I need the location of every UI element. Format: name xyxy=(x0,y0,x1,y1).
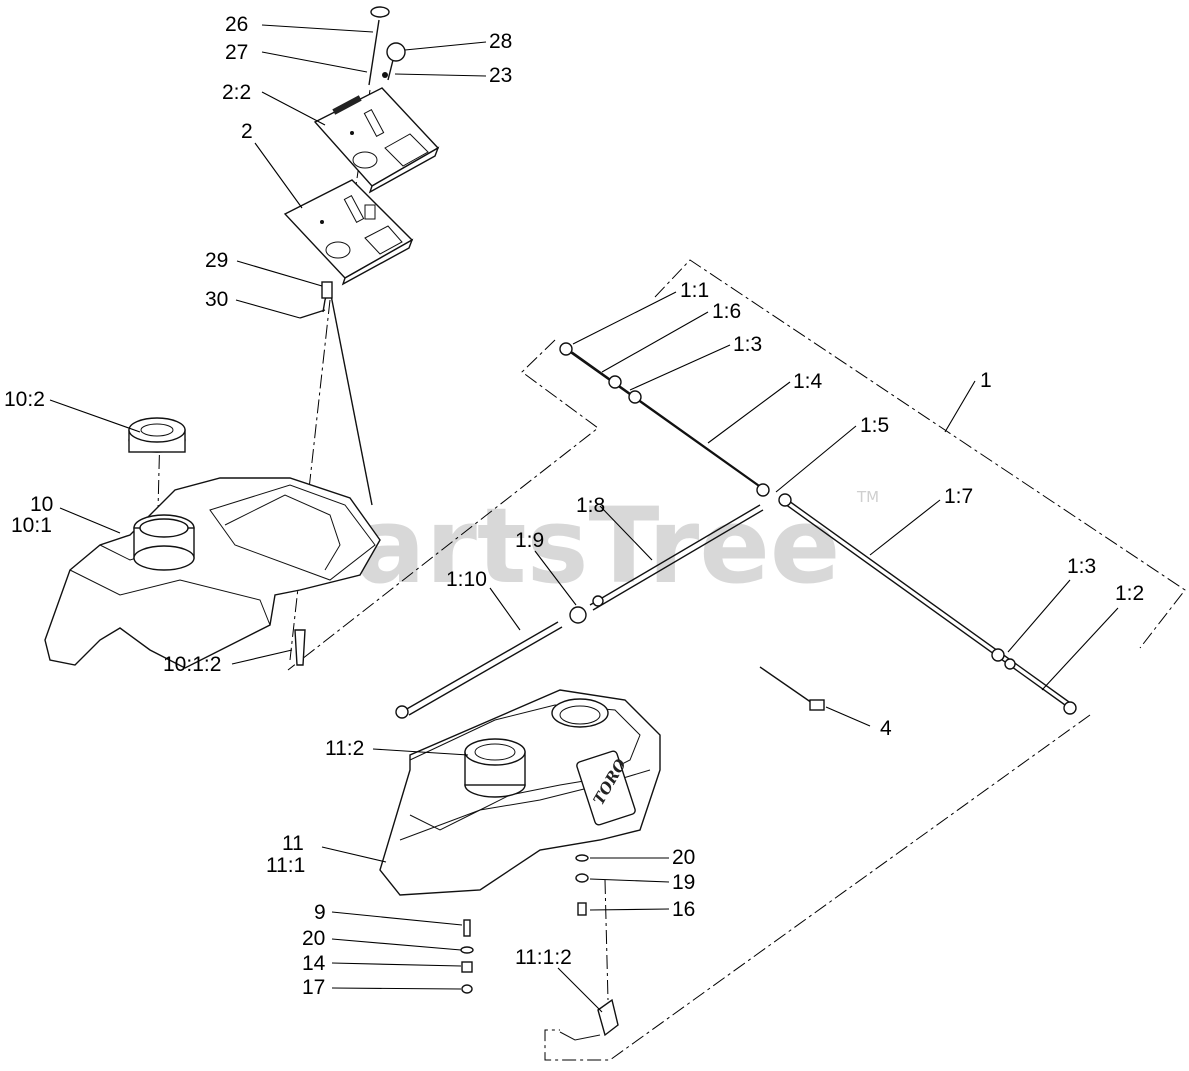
callout-9: 9 xyxy=(314,901,326,924)
callout-1-6: 1:6 xyxy=(712,300,741,323)
callout-28: 28 xyxy=(489,30,512,53)
callout-10-1: 10:1 xyxy=(11,514,52,537)
callout-1-3b: 1:3 xyxy=(1067,555,1096,578)
shift-lever-rod xyxy=(299,6,406,506)
callout-1-2: 1:2 xyxy=(1115,582,1144,605)
callout-1-1: 1:1 xyxy=(680,279,709,302)
shift-plate-upper xyxy=(313,87,440,194)
callout-16: 16 xyxy=(672,898,695,921)
callout-1-3a: 1:3 xyxy=(733,333,762,356)
hardware xyxy=(460,854,619,1041)
fuel-cap-left xyxy=(128,417,186,453)
callout-1-7: 1:7 xyxy=(944,485,973,508)
callout-1-9: 1:9 xyxy=(515,529,544,552)
callout-29: 29 xyxy=(205,249,228,272)
callout-4: 4 xyxy=(880,717,892,740)
callout-19: 19 xyxy=(672,871,695,894)
callout-26: 26 xyxy=(225,13,248,36)
callout-20a: 20 xyxy=(672,846,695,869)
watermark-trademark: TM xyxy=(856,488,879,506)
cable-tie xyxy=(759,666,825,711)
callout-14: 14 xyxy=(302,952,326,975)
callout-11: 11 xyxy=(282,832,304,855)
callout-1-5: 1:5 xyxy=(860,414,889,437)
callout-10-2: 10:2 xyxy=(4,388,45,411)
callout-1: 1 xyxy=(980,369,992,392)
callout-27: 27 xyxy=(225,41,248,64)
shift-plate-lower xyxy=(283,179,414,286)
fuel-line-assembly xyxy=(395,342,1077,719)
callout-10-1-2: 10:1:2 xyxy=(163,653,221,676)
callout-labels: 26 27 28 23 2:2 2 29 30 10:2 10 10:1 10:… xyxy=(4,13,1144,999)
callout-10: 10 xyxy=(30,493,53,516)
callout-17: 17 xyxy=(302,976,325,999)
callout-1-4: 1:4 xyxy=(793,370,823,393)
callout-20b: 20 xyxy=(302,927,325,950)
callout-30: 30 xyxy=(205,288,228,311)
fuel-tank-left xyxy=(44,477,381,669)
callout-11-2: 11:2 xyxy=(325,737,364,760)
callout-2: 2 xyxy=(241,120,253,143)
callout-1-8: 1:8 xyxy=(576,494,605,517)
callout-23: 23 xyxy=(489,64,512,87)
fuel-cap-right xyxy=(464,738,526,798)
fuel-tank-right: TORO xyxy=(379,689,661,896)
leader-lines xyxy=(49,24,1119,1013)
callout-2-2: 2:2 xyxy=(222,81,251,104)
callout-11-1: 11:1 xyxy=(266,854,305,877)
callout-11-1-2: 11:1:2 xyxy=(515,946,572,969)
callout-1-10: 1:10 xyxy=(446,568,487,591)
